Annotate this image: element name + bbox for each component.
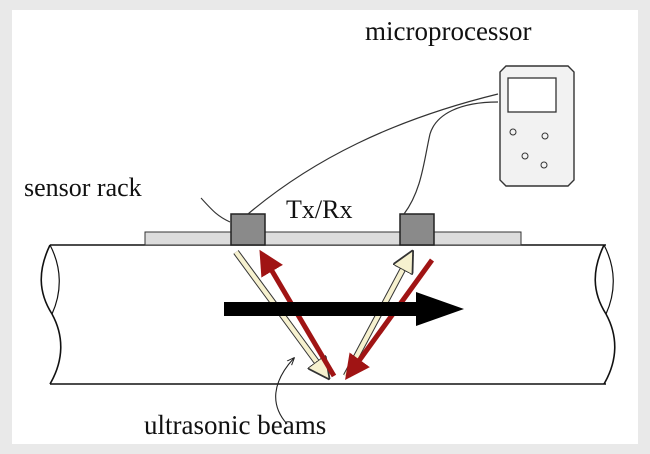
flow-arrow-shaft xyxy=(224,302,418,316)
cable-left xyxy=(247,93,499,215)
device-button xyxy=(521,152,529,160)
device-screen xyxy=(507,77,557,113)
beam-red-down xyxy=(345,258,435,381)
cable-right xyxy=(403,101,499,215)
microprocessor-label: microprocessor xyxy=(365,16,531,46)
flow-arrow-head xyxy=(416,292,464,326)
transducer-left xyxy=(230,213,266,246)
sensor-rack-label: sensor rack xyxy=(24,173,142,202)
pipe-right-break-inner xyxy=(603,244,614,315)
diagram-svg: microprocessor sensor rack Tx/Rx ultraso… xyxy=(24,16,616,440)
transducer-right xyxy=(399,213,435,246)
pipe-left-break-inner xyxy=(49,244,60,315)
device-button xyxy=(509,128,517,136)
leader-beams xyxy=(275,358,294,425)
device-button xyxy=(541,132,549,140)
beams-label: ultrasonic beams xyxy=(144,410,326,440)
leader-sensor-rack xyxy=(200,197,231,223)
flow-direction-arrow xyxy=(224,292,464,326)
handheld-microprocessor-icon xyxy=(499,65,575,187)
sensor-rack-bar xyxy=(144,231,522,246)
transducers-label: Tx/Rx xyxy=(286,195,352,224)
diagram-canvas: microprocessor sensor rack Tx/Rx ultraso… xyxy=(12,10,638,444)
device-button xyxy=(540,161,548,169)
